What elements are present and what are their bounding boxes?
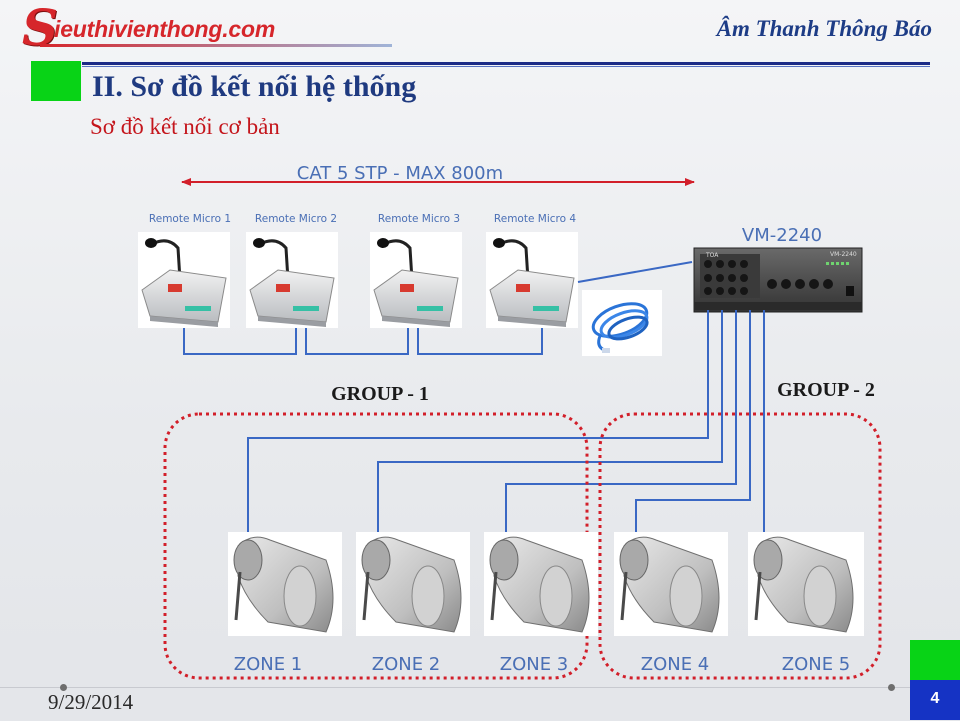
remote-micro-2 [246,232,338,328]
remote-micro-label-4: Remote Micro 4 [494,213,576,225]
cable-label: CAT 5 STP - MAX 800m [297,163,503,184]
page-number: 4 [930,690,940,707]
zone-label-1: ZONE 1 [234,654,303,675]
horn-speaker-4 [614,532,728,636]
title-accent-square [31,61,81,101]
header-rule [82,62,930,65]
section-title: II. Sơ đồ kết nối hệ thống [92,70,417,103]
footer-dot-left [60,684,67,691]
footer-date: 9/29/2014 [48,690,134,714]
page-accent-square [910,640,960,680]
horn-speaker-5 [748,532,864,636]
remote-micro-label-3: Remote Micro 3 [378,213,460,225]
horn-speaker-1 [228,532,342,636]
zone-label-3: ZONE 3 [500,654,569,675]
footer-bar [0,687,960,721]
logo-text: ieuthivienthong.com [54,16,276,42]
horn-speaker-2 [356,532,470,636]
header-rule-thin [82,66,930,67]
remote-micro-label-2: Remote Micro 2 [255,213,337,225]
vm2240-amplifier: TOA VM-2240 [693,247,863,313]
zone-label-4: ZONE 4 [641,654,710,675]
cable-span-arrow: CAT 5 STP - MAX 800m [181,163,695,186]
remote-micro-wiring [183,261,693,355]
logo-initial: S [22,0,59,57]
footer-dot-right [888,684,895,691]
amplifier-label: VM-2240 [742,225,822,246]
remote-micro-3 [370,232,462,328]
remote-micro-1 [138,232,230,328]
group-1-label: GROUP - 1 [331,383,429,405]
zone-label-2: ZONE 2 [372,654,441,675]
section-subtitle: Sơ đồ kết nối cơ bản [90,114,280,139]
header-title: Âm Thanh Thông Báo [716,16,932,41]
group-2-label: GROUP - 2 [777,379,875,401]
group-2-outline [598,412,882,680]
zone-wiring [247,310,765,540]
zone-label-5: ZONE 5 [782,654,851,675]
cat5-cable-coil [582,290,662,356]
horn-speaker-3 [484,532,598,636]
amplifier-panel-model: VM-2240 [830,251,857,258]
page-number-box [910,680,960,720]
amplifier-brand: TOA [705,252,719,259]
logo-underline [40,44,392,47]
remote-micro-4 [486,232,578,328]
remote-micro-label-1: Remote Micro 1 [149,213,231,225]
